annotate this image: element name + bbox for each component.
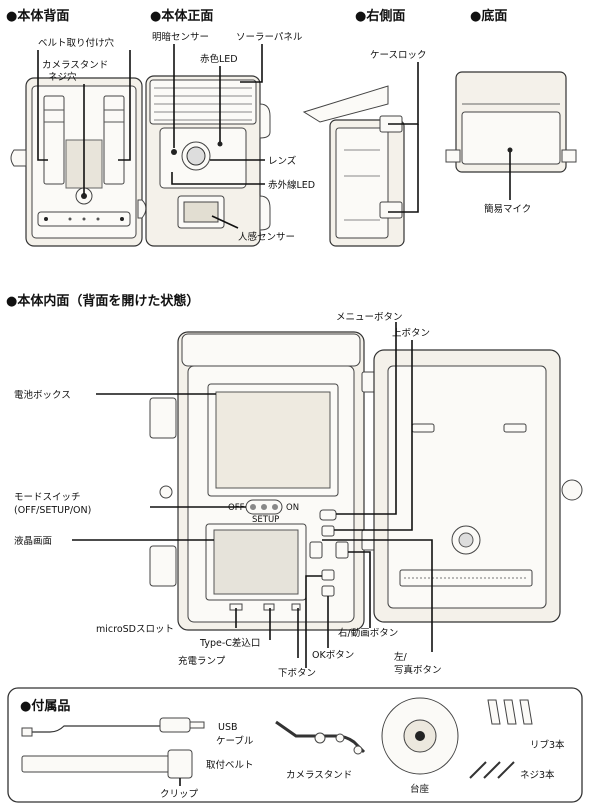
label-up-button: 上ボタン (392, 328, 430, 339)
label-sd-slot: microSDスロット (96, 624, 174, 635)
switch-setup-label: SETUP (252, 515, 279, 525)
bottom-view (445, 71, 577, 173)
label-ir-led: 赤外線LED (268, 179, 315, 191)
label-case-lock: ケースロック (370, 50, 427, 61)
belt-illustration (21, 749, 193, 779)
label-mode-switch-2: (OFF/SETUP/ON) (14, 505, 91, 516)
leader-belt-hole-left (37, 50, 48, 161)
leader-belt-hole-right (118, 50, 131, 161)
leader-ir-led (171, 172, 265, 185)
label-ok-button: OKボタン (312, 650, 354, 661)
label-mic: 簡易マイク (484, 203, 531, 215)
acc-usb-2: ケーブル (216, 735, 254, 747)
ribs-illustration (487, 699, 533, 725)
inside-view (149, 331, 583, 631)
label-left-button-1: 左/ (394, 651, 408, 663)
leader-up-button (334, 340, 413, 531)
section-front-title: ●本体正面 (150, 8, 213, 24)
section-right-title: ●右側面 (355, 8, 405, 24)
right-side-view (302, 85, 405, 247)
leader-solar-panel (240, 44, 263, 83)
switch-on-label: ON (286, 503, 299, 513)
leader-right-button (348, 551, 371, 628)
label-mode-switch-1: モードスイッチ (14, 492, 81, 503)
section-bottom-title: ●底面 (470, 8, 507, 24)
leader-case-lock-top (388, 62, 419, 125)
label-stand-hole-2: ネジ穴 (48, 71, 77, 83)
camera-stand-illustration (275, 720, 366, 755)
label-left-button-2: 写真ボタン (394, 664, 442, 676)
label-lcd: 液晶画面 (14, 535, 52, 547)
label-pir-sensor: 人感センサー (238, 231, 295, 243)
label-menu-button: メニューボタン (336, 312, 403, 323)
label-battery-box: 電池ボックス (14, 389, 71, 401)
label-down-button: 下ボタン (278, 668, 316, 679)
usb-cable-illustration (21, 717, 205, 737)
label-typec: Type-C差込口 (199, 637, 260, 649)
switch-off-label: OFF (228, 503, 245, 513)
leader-menu-button (336, 322, 397, 515)
acc-base: 台座 (410, 783, 430, 795)
leader-pir-sensor (211, 215, 239, 229)
label-solar-panel: ソーラーパネル (236, 32, 303, 43)
leader-case-lock-bottom (388, 124, 419, 213)
section-inside-title: ●本体内面（背面を開けた状態） (6, 293, 199, 309)
leader-left-button (322, 539, 433, 652)
acc-usb-1: USB (218, 722, 238, 733)
label-right-button: 右/動画ボタン (338, 627, 398, 639)
acc-clip: クリップ (160, 789, 199, 800)
label-light-sensor: 明暗センサー (152, 31, 209, 43)
screws-illustration (469, 761, 515, 779)
leader-down-button (305, 575, 322, 668)
acc-belt: 取付ベルト (206, 760, 254, 771)
label-stand-hole-1: カメラスタンド (42, 60, 108, 71)
label-red-led: 赤色LED (200, 53, 238, 65)
section-accessories-title: ●付属品 (20, 698, 70, 714)
back-view (10, 77, 147, 247)
acc-ribs: リブ3本 (530, 739, 565, 751)
acc-stand: カメラスタンド (286, 770, 352, 781)
label-charge-lamp: 充電ランプ (178, 655, 226, 667)
section-back-title: ●本体背面 (6, 8, 69, 24)
label-lens: レンズ (268, 155, 297, 167)
acc-screws: ネジ3本 (520, 769, 555, 781)
front-view (145, 75, 271, 247)
base-illustration (381, 697, 459, 775)
label-belt-hole: ベルト取り付け穴 (38, 37, 115, 49)
